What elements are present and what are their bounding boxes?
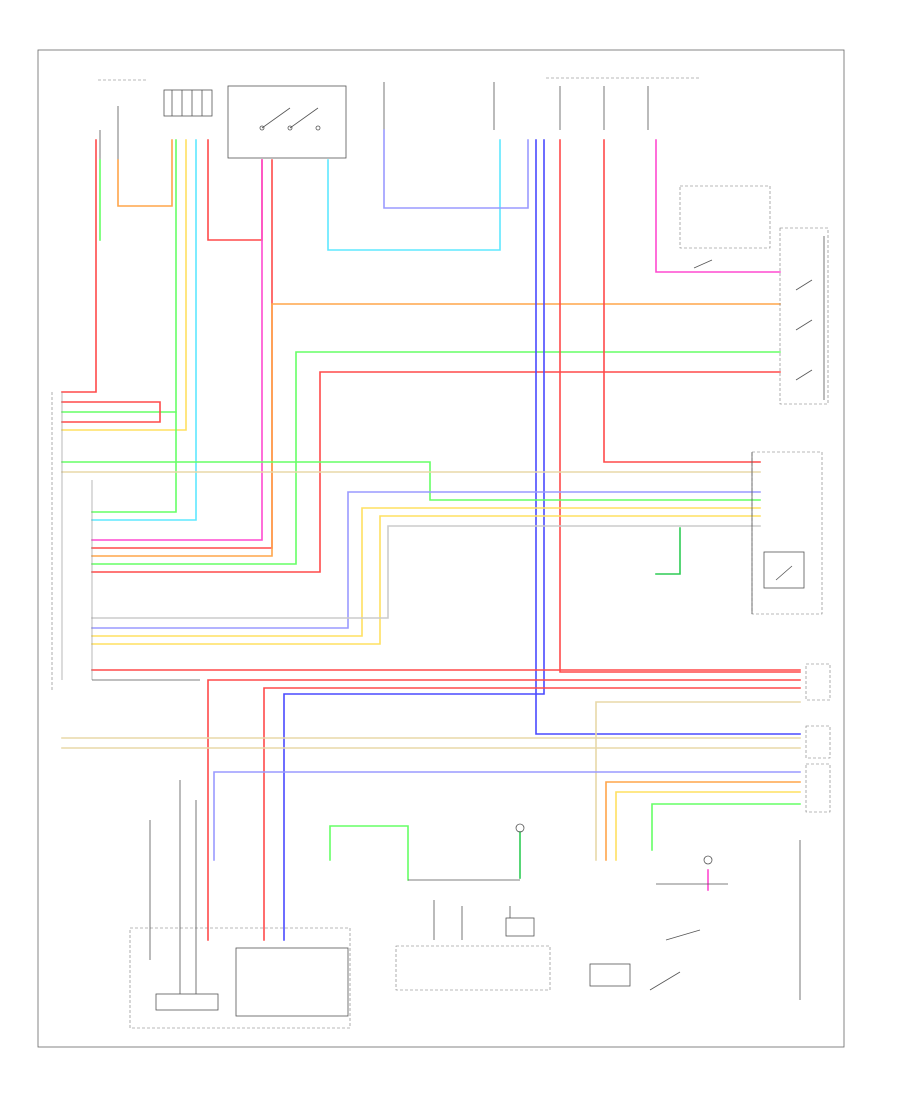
- throttle-harness: [129, 927, 351, 1029]
- wire-orange-top: [117, 139, 173, 207]
- wire-green-fuse: [91, 139, 177, 513]
- ecm-connector: [51, 392, 200, 690]
- wire-tan-right: [595, 701, 801, 861]
- wire-yellow-long: [61, 139, 187, 431]
- right-components: [679, 185, 831, 813]
- wire-red-left-mid: [61, 401, 161, 423]
- relay-box-top: [227, 85, 347, 159]
- sensor-box-right: [763, 551, 805, 589]
- wire-red-center: [559, 139, 801, 673]
- transmission-switch-box: [779, 227, 829, 405]
- wire-light-blue-relay: [327, 139, 501, 251]
- wire-red-row-2: [207, 679, 801, 941]
- connector-right-1: [805, 663, 831, 701]
- wire-lavender-top: [383, 129, 529, 209]
- tps-sensor-box: [155, 993, 219, 1011]
- wire-green-lower: [651, 803, 801, 851]
- wire-yellow-mid: [91, 507, 761, 637]
- wire-yellow-lower: [615, 791, 801, 861]
- wire-light-blue-long: [91, 139, 197, 521]
- wire-red-relay: [91, 159, 273, 549]
- wire-green-short: [655, 527, 681, 575]
- top-components: [98, 77, 700, 170]
- connector-right-2: [805, 725, 831, 759]
- wire-lavender-lower: [213, 771, 801, 861]
- ground-module-box: [505, 917, 535, 937]
- neutral-switch-box: [751, 451, 823, 615]
- bottom-components: [129, 780, 801, 1029]
- wires: [61, 129, 801, 941]
- diagram-frame: [37, 49, 845, 1048]
- wire-lavender-mid: [91, 491, 761, 629]
- wire-light-green-row: [61, 461, 761, 501]
- wire-red-row-3: [263, 687, 801, 941]
- fuse-block-left: [163, 89, 213, 117]
- wire-green-bottom: [329, 825, 409, 881]
- relay-right-top: [679, 185, 771, 249]
- wire-blue-long: [535, 139, 801, 735]
- wire-blue-second: [283, 139, 545, 941]
- wire-orange-horiz: [91, 303, 781, 557]
- wire-green-horiz: [91, 351, 781, 565]
- bottom-connector-box: [395, 945, 551, 991]
- wire-red-left: [61, 139, 97, 393]
- wire-pink-right: [655, 139, 781, 273]
- connector-right-3: [805, 763, 831, 813]
- wire-pink-long: [91, 159, 263, 541]
- wire-gray-mid: [91, 525, 761, 619]
- bottom-sensor-box: [589, 963, 631, 987]
- throttle-body-box: [235, 947, 349, 1017]
- wire-orange-lower: [605, 781, 801, 861]
- wire-yellow-mid-2: [91, 515, 761, 645]
- wire-red-right: [603, 139, 761, 463]
